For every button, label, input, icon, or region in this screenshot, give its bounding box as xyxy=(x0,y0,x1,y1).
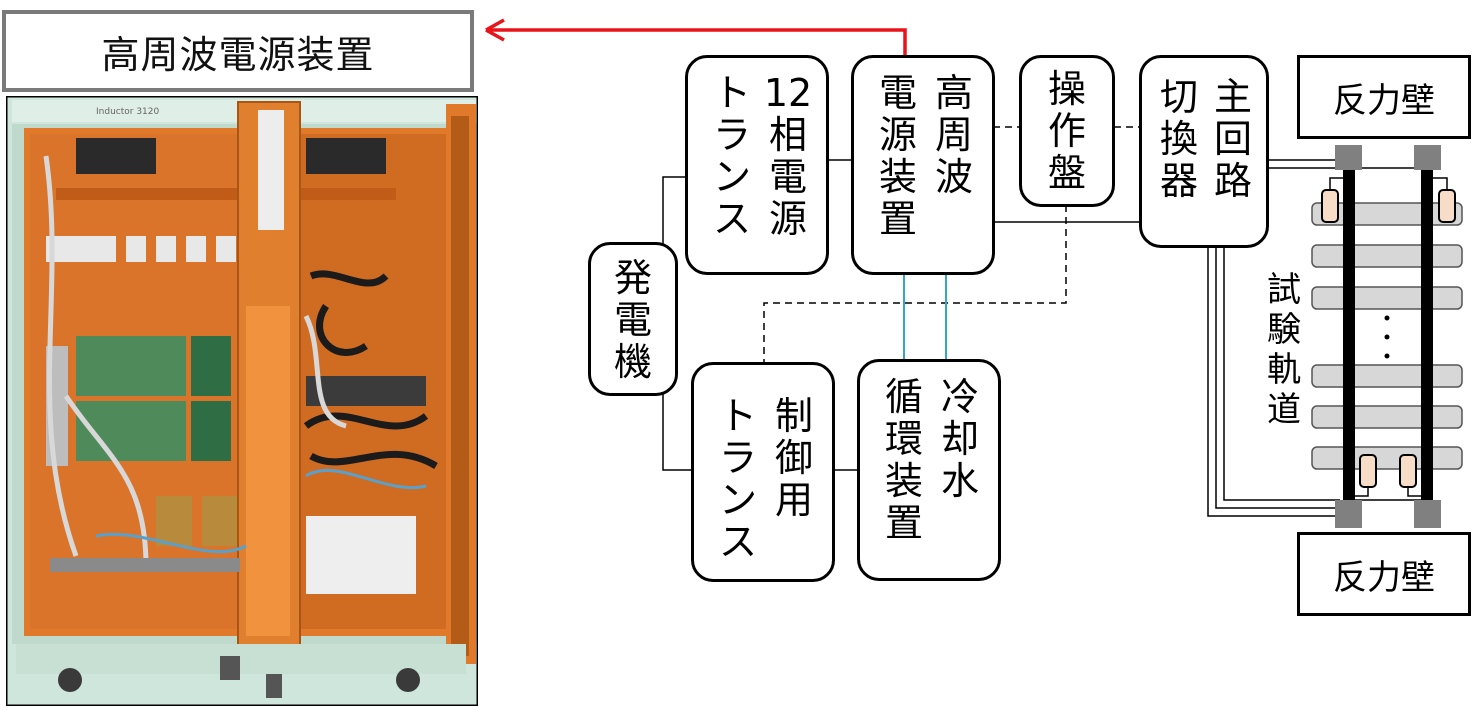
rail-end-block xyxy=(1414,500,1441,528)
photo-title: 高周波電源装置 xyxy=(2,10,474,92)
label-char: 高 xyxy=(934,71,973,115)
rail-end-block xyxy=(1335,145,1362,170)
label-char: 12 xyxy=(763,71,813,115)
arrow-head xyxy=(485,18,505,42)
label-char: 発 xyxy=(613,256,652,300)
label-char: 機 xyxy=(613,340,652,384)
sleeper xyxy=(1311,244,1463,268)
rail-clip xyxy=(1399,454,1417,488)
sleeper xyxy=(1311,446,1463,470)
operation-panel-label: 操作盤 xyxy=(1022,68,1112,194)
label-char: ト xyxy=(712,71,751,115)
label-char: 周 xyxy=(934,113,973,157)
label-char: 置 xyxy=(878,197,917,241)
control-trans-block: 制御用 トランス xyxy=(691,362,835,582)
label-char: 路 xyxy=(1213,159,1252,203)
label-char: 試 xyxy=(1267,270,1301,310)
label-char: ン xyxy=(712,155,751,199)
generator-block: 発電機 xyxy=(588,242,678,396)
label-char: 装 xyxy=(878,155,917,199)
sleeper xyxy=(1311,364,1463,388)
photo-panel-label: Inductor 3120 xyxy=(96,107,159,117)
arrow-line xyxy=(486,28,907,55)
label-char: 冷 xyxy=(940,375,979,419)
trans12-label-col2: トランス xyxy=(706,72,758,240)
hf-power-label-col1: 高周波 xyxy=(928,72,980,198)
rail-clip xyxy=(1359,454,1377,488)
rail-left xyxy=(1343,165,1355,500)
power-supply-photo: Inductor 3120 xyxy=(6,96,478,706)
label-char: 制 xyxy=(774,394,813,438)
reaction-wall-bottom: 反力壁 xyxy=(1297,532,1471,616)
label-char: 盤 xyxy=(1047,151,1086,195)
hf-power-label-col2: 電源装置 xyxy=(872,72,924,240)
label-char: 電 xyxy=(768,155,807,199)
line-gen-ctrltrans xyxy=(662,394,693,471)
label-char: 循 xyxy=(884,375,923,419)
operation-panel-block: 操作盤 xyxy=(1019,55,1115,207)
rail-clip xyxy=(1321,189,1339,223)
label-char: 源 xyxy=(768,197,807,241)
rail-end-block xyxy=(1414,145,1441,170)
label-char: 電 xyxy=(613,298,652,342)
label-char: ン xyxy=(718,478,757,522)
cooling-label-col2: 循環装置 xyxy=(878,376,930,544)
label-char: 環 xyxy=(884,417,923,461)
label-char: 道 xyxy=(1267,390,1301,430)
label-char: 水 xyxy=(940,459,979,503)
label-char: 回 xyxy=(1213,117,1252,161)
rail-right xyxy=(1421,165,1433,500)
hf-power-block: 高周波 電源装置 xyxy=(851,55,995,275)
label-char: 置 xyxy=(884,501,923,545)
label-char: 換 xyxy=(1159,117,1198,161)
switch-label-col2: 切換器 xyxy=(1154,76,1204,202)
line-gen-trans12 xyxy=(662,176,687,244)
switch-block: 主回路 切換器 xyxy=(1139,55,1269,248)
track-label: 試験軌道 xyxy=(1262,270,1306,430)
reaction-wall-top: 反力壁 xyxy=(1297,55,1471,139)
label-char: 波 xyxy=(934,155,973,199)
test-track xyxy=(1311,145,1463,528)
label-char: 作 xyxy=(1047,109,1086,153)
switch-label-col1: 主回路 xyxy=(1208,76,1258,202)
label-char: 却 xyxy=(940,417,979,461)
label-char: 相 xyxy=(768,113,807,157)
control-trans-label-col1: 制御用 xyxy=(768,395,820,521)
label-char: 電 xyxy=(878,71,917,115)
label-char: ラ xyxy=(718,436,757,480)
cooling-block: 冷却水 循環装置 xyxy=(857,359,1001,581)
dash-panel-ctrltrans xyxy=(763,205,1067,363)
label-char: ス xyxy=(718,520,757,564)
label-char: 操 xyxy=(1047,67,1086,111)
control-trans-label-col2: トランス xyxy=(712,395,764,563)
label-char: 験 xyxy=(1267,310,1301,350)
label-char: 切 xyxy=(1159,75,1198,119)
label-char: 御 xyxy=(774,436,813,480)
sleeper xyxy=(1311,405,1463,429)
label-char: 源 xyxy=(878,113,917,157)
switch-output-lines xyxy=(1207,159,1425,517)
label-char: 装 xyxy=(884,459,923,503)
label-char: ス xyxy=(712,197,751,241)
sleeper xyxy=(1311,286,1463,310)
label-char: ラ xyxy=(712,113,751,157)
label-char: 器 xyxy=(1159,159,1198,203)
rail-end-block xyxy=(1335,500,1362,528)
generator-label: 発電機 xyxy=(591,257,675,383)
label-char: 軌 xyxy=(1267,350,1301,390)
label-char: 用 xyxy=(774,478,813,522)
label-char: ト xyxy=(718,394,757,438)
rail-clip xyxy=(1438,189,1456,223)
cooling-label-col1: 冷却水 xyxy=(934,376,986,502)
label-char: 主 xyxy=(1213,75,1252,119)
